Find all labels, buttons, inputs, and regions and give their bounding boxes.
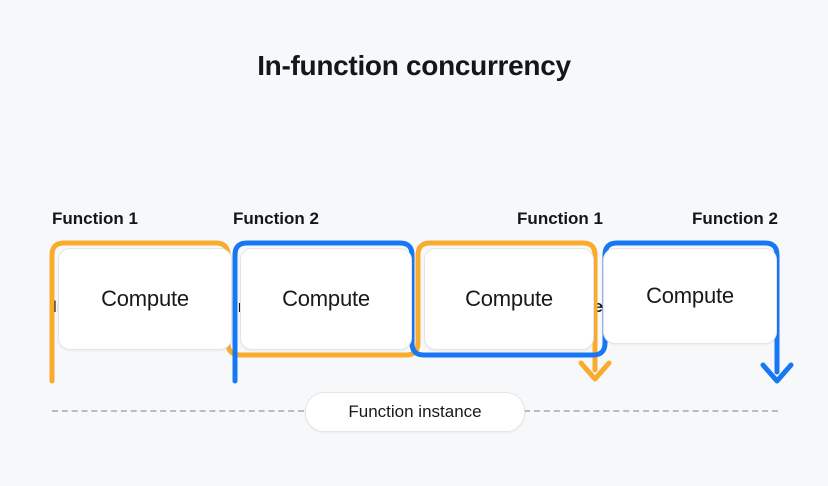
compute-box-label: Compute bbox=[646, 283, 734, 308]
compute-box-1[interactable]: Compute bbox=[58, 248, 232, 350]
function-instance-pill: Function instance bbox=[305, 392, 525, 432]
compute-box-label: Compute bbox=[282, 286, 370, 311]
compute-box-2[interactable]: Compute bbox=[240, 248, 412, 350]
compute-box-label: Compute bbox=[465, 286, 553, 311]
column-label-line1: Function 1 bbox=[52, 209, 138, 229]
compute-box-3[interactable]: Compute bbox=[424, 248, 594, 350]
column-label-line1: Function 2 bbox=[233, 209, 319, 229]
page-title: In-function concurrency bbox=[257, 50, 571, 81]
compute-box-label: Compute bbox=[101, 286, 189, 311]
compute-box-4[interactable]: Compute bbox=[603, 248, 777, 344]
column-label-line1: Function 2 bbox=[692, 209, 778, 229]
instance-band-line-right bbox=[524, 410, 778, 412]
instance-band-line-left bbox=[52, 410, 304, 412]
function-instance-label: Function instance bbox=[348, 402, 482, 421]
column-label-line1: Function 1 bbox=[517, 209, 603, 229]
